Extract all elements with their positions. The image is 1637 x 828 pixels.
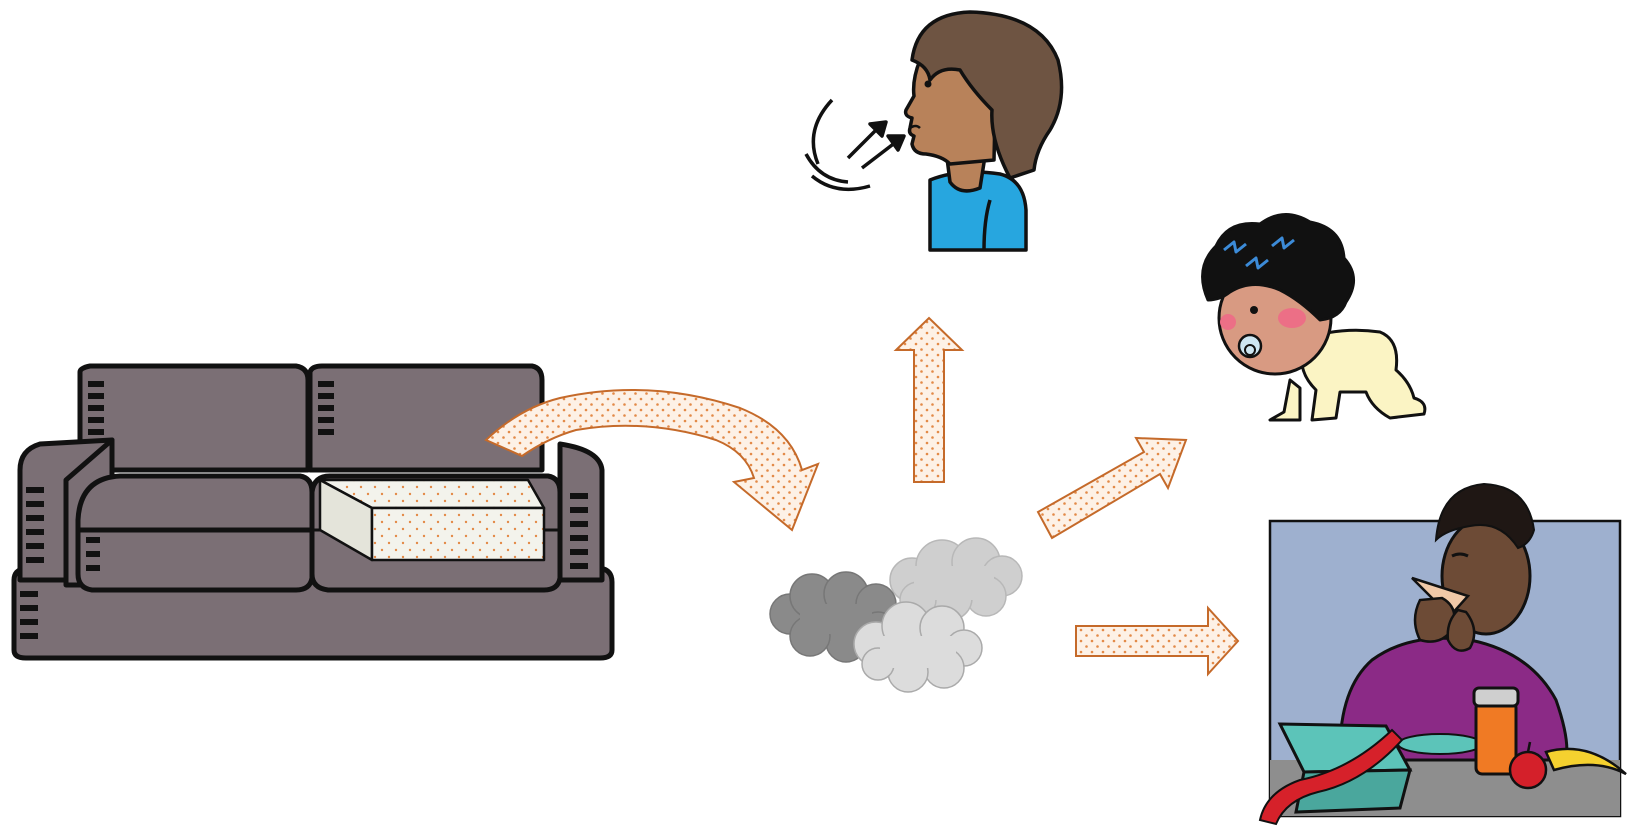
right-arrow-icon <box>1075 605 1240 677</box>
person-breathing-in-icon <box>804 10 1064 252</box>
dust-cloud-icon <box>769 537 1023 693</box>
up-arrow-icon <box>893 316 965 483</box>
diagonal-arrow-icon <box>1036 436 1188 540</box>
person-eating-icon <box>1258 482 1627 826</box>
crawling-baby-icon <box>1201 213 1427 422</box>
sofa-with-foam-cushion-icon <box>11 363 615 661</box>
curved-arrow-icon <box>484 389 820 532</box>
